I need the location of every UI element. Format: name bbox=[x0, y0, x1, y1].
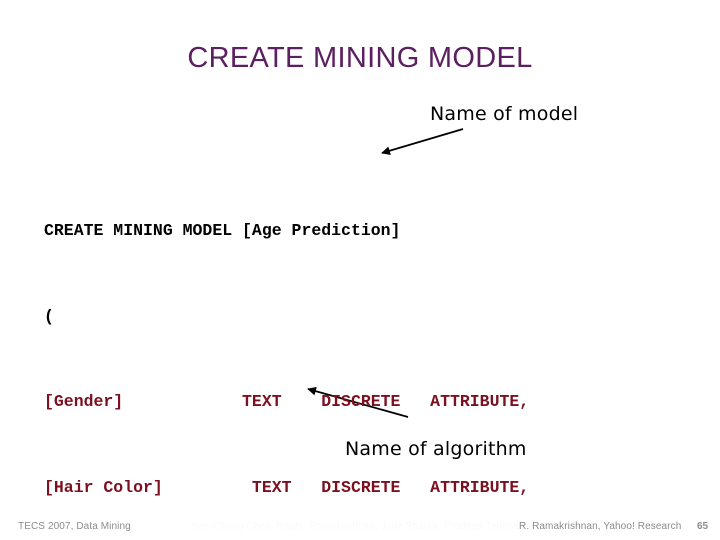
footer-left-text: TECS 2007, Data Mining bbox=[18, 521, 131, 532]
code-line: [Hair Color] TEXT DISCRETE ATTRIBUTE, bbox=[44, 477, 530, 497]
footer-center-text: Bee-Chung Chen, Raghu Ramakrishnan, Jude… bbox=[192, 521, 519, 532]
callout-label-name-of-model: Name of model bbox=[430, 103, 579, 125]
arrow-to-model-name bbox=[381, 128, 464, 155]
footer-right-text: R. Ramakrishnan, Yahoo! Research bbox=[519, 521, 682, 532]
code-block: CREATE MINING MODEL [Age Prediction] ( [… bbox=[44, 160, 589, 540]
callout-label-name-of-algorithm: Name of algorithm bbox=[345, 438, 527, 460]
page-title: CREATE MINING MODEL bbox=[187, 42, 533, 74]
footer-page-number: 65 bbox=[697, 521, 709, 532]
code-line: ( bbox=[44, 306, 54, 326]
code-line: [Gender] TEXT DISCRETE ATTRIBUTE, bbox=[44, 392, 530, 411]
code-line: CREATE MINING MODEL [Age Prediction] bbox=[44, 221, 401, 240]
